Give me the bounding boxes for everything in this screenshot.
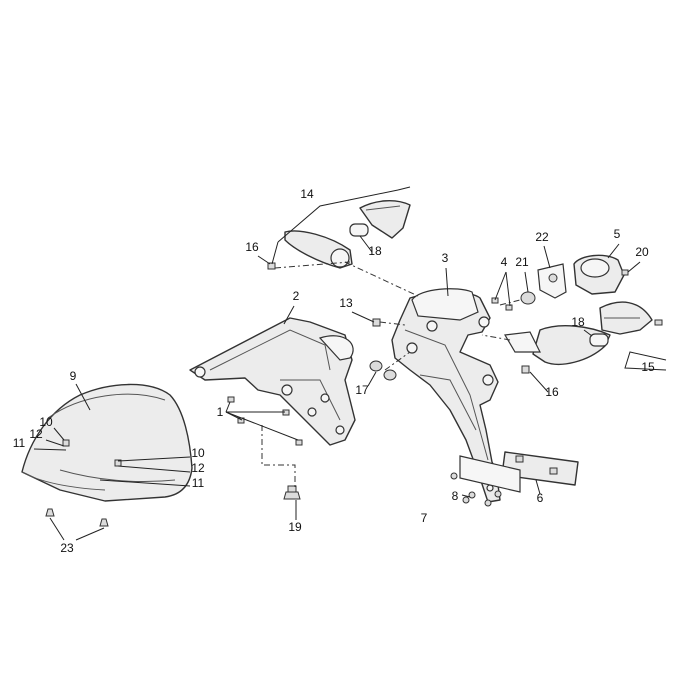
inner-bracket bbox=[189, 317, 356, 446]
callout-c6: 6 bbox=[537, 491, 544, 505]
plate-bracket bbox=[450, 455, 521, 507]
license-plate-holder bbox=[391, 288, 501, 503]
callout-c12a: 12 bbox=[29, 427, 43, 441]
callout-c23: 23 bbox=[60, 541, 74, 555]
grommets-17 bbox=[369, 360, 397, 381]
callout-c10a: 10 bbox=[39, 415, 53, 429]
callout-c16a: 16 bbox=[245, 240, 259, 254]
callout-c14: 14 bbox=[300, 187, 314, 201]
callout-c10b: 10 bbox=[191, 446, 205, 460]
callout-c3: 3 bbox=[442, 251, 449, 265]
left-turn-signal bbox=[267, 186, 411, 270]
tail-light-parts bbox=[491, 254, 629, 311]
rear-mudguard bbox=[21, 383, 193, 502]
callout-c11a: 11 bbox=[13, 436, 26, 450]
callout-c18a: 18 bbox=[368, 244, 382, 258]
callout-c13: 13 bbox=[339, 296, 353, 310]
callout-c21: 21 bbox=[515, 255, 529, 269]
callout-c7: 7 bbox=[421, 511, 428, 525]
callout-c22: 22 bbox=[535, 230, 549, 244]
callout-c1: 1 bbox=[217, 405, 224, 419]
callout-c4: 4 bbox=[501, 255, 508, 269]
nut-19 bbox=[283, 485, 301, 500]
callout-c16b: 16 bbox=[545, 385, 559, 399]
clip-13 bbox=[372, 318, 381, 327]
callout-c5: 5 bbox=[614, 227, 621, 241]
leader-lines bbox=[33, 189, 667, 541]
callout-c18b: 18 bbox=[571, 315, 585, 329]
callout-c19: 19 bbox=[288, 520, 302, 534]
right-turn-signal bbox=[504, 301, 663, 374]
callout-c8: 8 bbox=[452, 489, 459, 503]
callout-c2: 2 bbox=[293, 289, 300, 303]
callout-c9: 9 bbox=[70, 369, 77, 383]
mudguard-clips bbox=[45, 508, 109, 527]
callout-c15: 15 bbox=[641, 360, 655, 374]
reflector-plate bbox=[501, 451, 579, 486]
callout-c17: 17 bbox=[355, 383, 369, 397]
callout-c11b: 11 bbox=[192, 476, 205, 490]
callout-c12b: 12 bbox=[191, 461, 205, 475]
callout-c20: 20 bbox=[635, 245, 649, 259]
